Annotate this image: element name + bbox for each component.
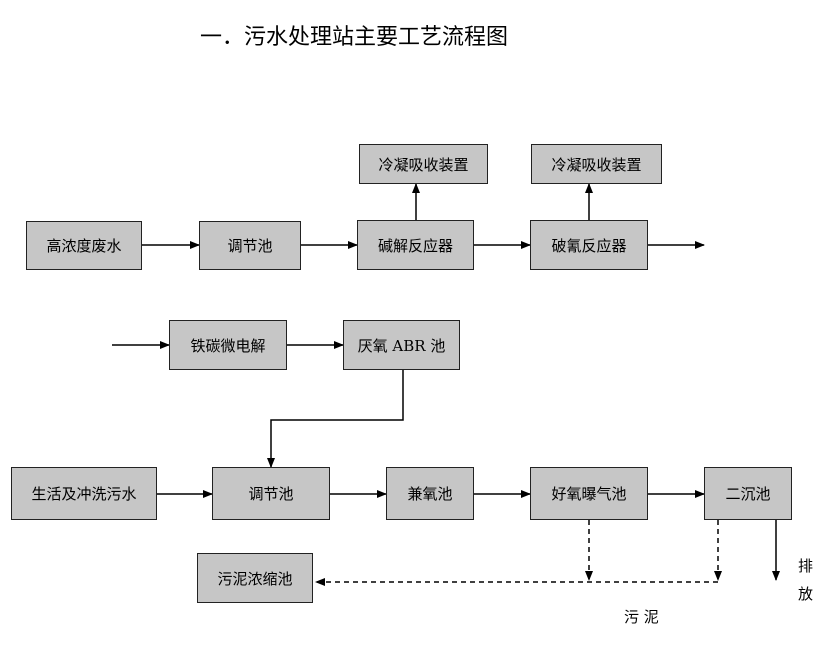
node-alkali-reactor: 碱解反应器 <box>357 220 474 270</box>
page-title: 一．污水处理站主要工艺流程图 <box>200 25 509 50</box>
label-discharge-char-1: 排 <box>798 557 814 575</box>
node-domestic-wastewater: 生活及冲洗污水 <box>11 467 157 520</box>
node-aerobic-tank: 好氧曝气池 <box>530 467 648 520</box>
node-hc-wastewater: 高浓度废水 <box>26 221 142 270</box>
node-abr: 厌氧 ABR 池 <box>343 320 460 370</box>
node-cyanide-reactor: 破氰反应器 <box>530 220 648 270</box>
node-condenser-2: 冷凝吸收装置 <box>531 144 662 184</box>
node-condenser-1: 冷凝吸收装置 <box>359 144 488 184</box>
arrow-abr-to-equal-2 <box>267 370 404 468</box>
node-sludge-thickener: 污泥浓缩池 <box>197 553 313 603</box>
node-anoxic-tank: 兼氧池 <box>386 467 474 520</box>
label-sludge: 污 泥 <box>624 608 659 626</box>
node-secondary-clarifier: 二沉池 <box>704 467 792 520</box>
label-discharge: 排 放 <box>798 552 813 608</box>
node-equal-tank-2: 调节池 <box>212 467 330 520</box>
node-equal-tank-1: 调节池 <box>199 221 301 270</box>
node-iron-carbon: 铁碳微电解 <box>169 320 287 370</box>
label-discharge-char-2: 放 <box>798 585 814 603</box>
